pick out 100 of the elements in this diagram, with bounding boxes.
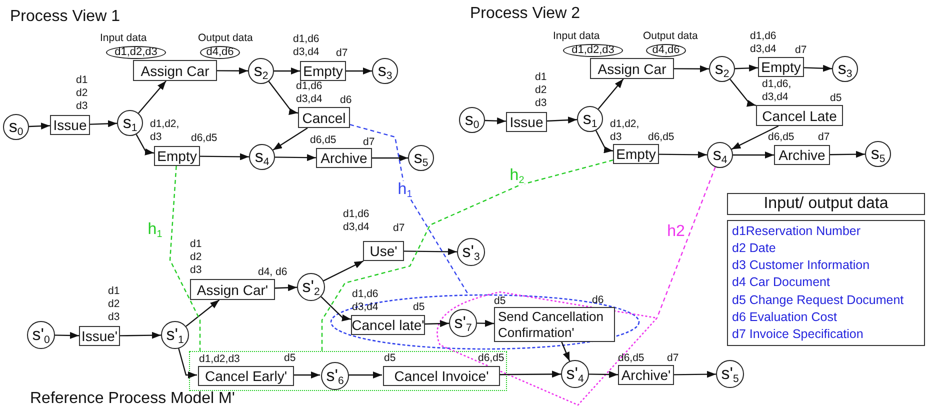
arrow [323,260,364,282]
data-annotation: Output data [643,30,698,43]
data-annotation: d1,d2, d3 [150,118,180,144]
state-circle: s$_{3}$ [372,58,398,84]
mapping-line [169,166,201,351]
edge-label: h$_{1}$ [396,181,414,199]
data-annotation: Input data [553,30,600,43]
data-annotation: Input data [100,32,147,45]
data-annotation: d6,d5 [618,352,644,365]
arrow [589,370,618,378]
arrow [476,320,494,327]
task-box: Empty [154,146,200,166]
task-box: Archive' [618,365,674,385]
data-annotation: d6,d5 [648,131,674,144]
arrow [217,67,248,74]
data-oval: d4,d6 [646,44,686,57]
state-circle: s'$_{4}$ [561,360,589,388]
arrow [499,370,561,378]
task-box: Issue [50,115,90,135]
data-annotation: d5 [830,92,842,105]
data-annotation: d1,d6 d3,d4 [343,208,370,234]
arrow [404,248,457,256]
arrow [372,154,408,162]
arrow [424,320,450,328]
data-annotation: d5 [494,295,506,308]
state-circle: s'$_{7}$ [449,309,477,337]
arrow [346,68,372,74]
arrow [293,372,320,378]
state-circle: s$_{4}$ [707,142,733,168]
arrow [178,348,197,378]
arrow [484,117,506,124]
legend-box [727,220,925,346]
arrow [348,372,382,378]
arrow [595,130,614,154]
edge-label: h$_{2}$ [508,167,526,185]
data-annotation: d1,d6 d3,d4 [296,80,324,106]
arrow [272,128,308,150]
arrow [186,300,220,327]
task-box: Cancel Invoice' [383,366,500,386]
data-annotation: d1,d6 d3,d4 [293,33,320,59]
data-annotation: d7 [795,44,807,57]
mapping-region [189,351,507,391]
arrow [320,296,352,322]
legend-entry: d2 Date [732,241,777,256]
task-box: Empty [758,57,804,77]
data-annotation: d7 [363,136,375,149]
data-oval: d1,d2,d3 [106,46,166,59]
arrow [804,64,832,72]
arrow [268,81,298,115]
arrow [200,153,249,160]
data-oval: d4,d6 [200,46,240,59]
state-circle: s'$_{2}$ [297,273,325,301]
data-annotation: d5 [384,352,396,365]
legend-entry: d4 Car Document [732,275,831,290]
arrow [733,152,774,158]
data-annotation: d1 d2 d3 [535,71,548,110]
state-circle: s'$_{5}$ [716,360,744,388]
view-title: Reference Process Model M' [30,390,235,408]
data-annotation: d7 [393,222,405,235]
state-circle: s$_{3}$ [832,56,858,82]
arrow [54,332,80,339]
arrow [598,78,624,110]
task-box: Empty [613,144,659,164]
arrow [120,332,161,339]
view-title: Process View 2 [470,5,580,23]
data-annotation: Output data [198,32,253,45]
state-circle: s$_{1}$ [117,110,143,136]
task-box: Use' [363,241,404,261]
arrow [674,65,709,72]
arrow [136,134,154,156]
state-circle: s'$_{0}$ [27,321,55,349]
task-box: Cancel Late [756,105,843,126]
arrow [28,122,50,130]
arrow [830,150,865,158]
data-annotation: d1 d2 d3 [190,238,203,277]
data-annotation: d6,d5 [191,132,218,145]
data-annotation: d1 d2 d3 [108,285,121,324]
data-annotation: d1,d2, d3 [610,118,640,144]
data-annotation: d6,d5 [478,352,504,365]
state-circle: s$_{1}$ [577,106,603,132]
task-box: Assign Car' [190,279,275,300]
task-box: Assign Car [133,60,217,81]
data-annotation: d7 [336,47,348,60]
data-annotation: d6 [592,294,604,307]
arrow [546,116,578,124]
arrow [730,78,756,107]
data-annotation: d7 [818,131,830,144]
task-box: Empty [300,61,346,81]
arrow [90,120,118,128]
data-annotation: d1,d6 d3,d4 [750,30,778,56]
task-box: Cancel [298,107,350,128]
arrow [138,80,166,114]
data-annotation: d5 [284,352,296,365]
legend-entry: d3 Customer Information [732,258,871,274]
edge-label: h$_{1}$ [146,221,164,239]
arrow [274,68,300,74]
task-box: Assign Car [590,58,674,79]
state-circle: s$_{4}$ [249,144,275,170]
arrow [275,154,316,162]
state-circle: s$_{0}$ [459,107,485,133]
